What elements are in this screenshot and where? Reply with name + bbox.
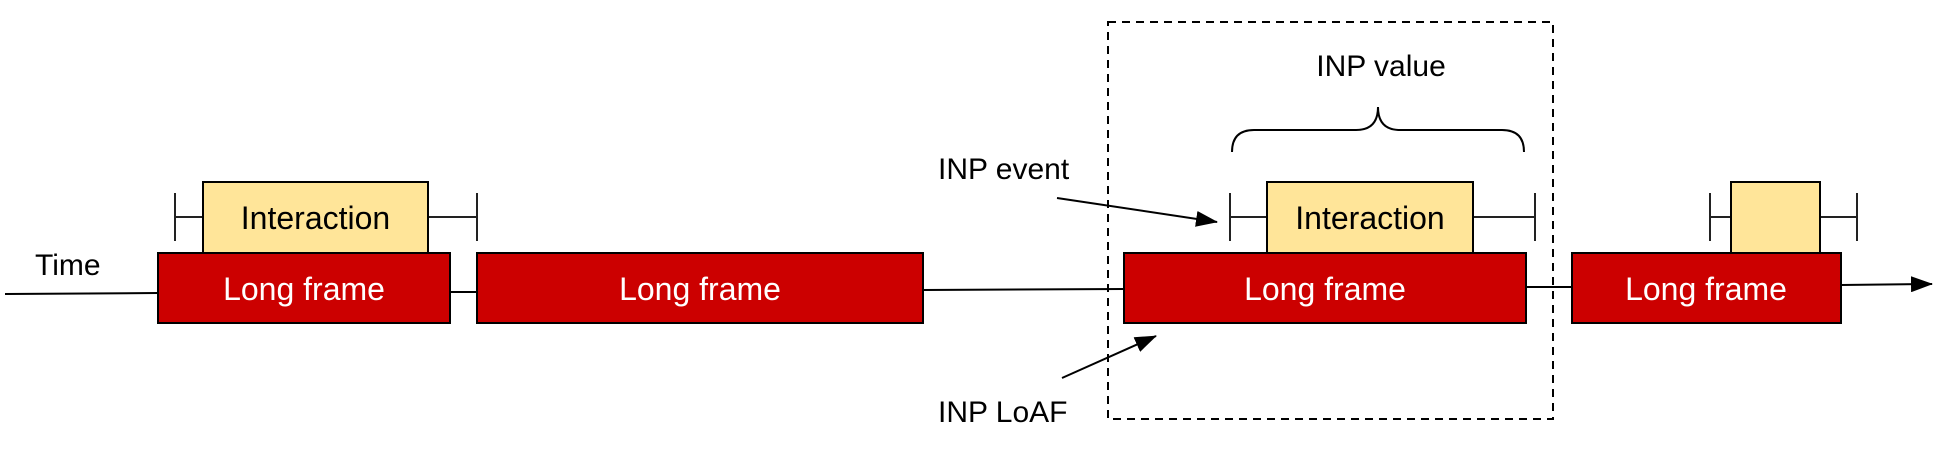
inp-loaf-label: INP LoAF bbox=[938, 396, 1068, 429]
inp-highlight-box bbox=[1107, 21, 1554, 420]
long-frame: Long frame bbox=[1571, 252, 1842, 324]
frame-label: Long frame bbox=[1625, 271, 1787, 307]
inp-value-label: INP value bbox=[1316, 50, 1446, 83]
inp-event-arrow bbox=[1056, 197, 1218, 227]
interaction-label: Interaction bbox=[241, 200, 390, 236]
frame-label: Long frame bbox=[619, 271, 781, 307]
interaction-block bbox=[1730, 181, 1821, 254]
frame-label: Long frame bbox=[223, 271, 385, 307]
frame-label: Long frame bbox=[1244, 271, 1406, 307]
long-frame: Long frame bbox=[476, 252, 924, 324]
inp-long-frame: Long frame bbox=[1123, 252, 1527, 324]
interaction-whiskers bbox=[174, 193, 1858, 241]
interaction-label: Interaction bbox=[1295, 200, 1444, 236]
time-label: Time bbox=[35, 249, 101, 282]
inp-loaf-arrow bbox=[1061, 335, 1157, 379]
inp-event-label: INP event bbox=[938, 153, 1070, 186]
inp-value-brace bbox=[1231, 106, 1525, 153]
inp-interaction-block: Interaction bbox=[1266, 181, 1474, 254]
long-frame: Long frame bbox=[157, 252, 451, 324]
interaction-block: Interaction bbox=[202, 181, 429, 254]
timeline bbox=[4, 276, 1933, 295]
